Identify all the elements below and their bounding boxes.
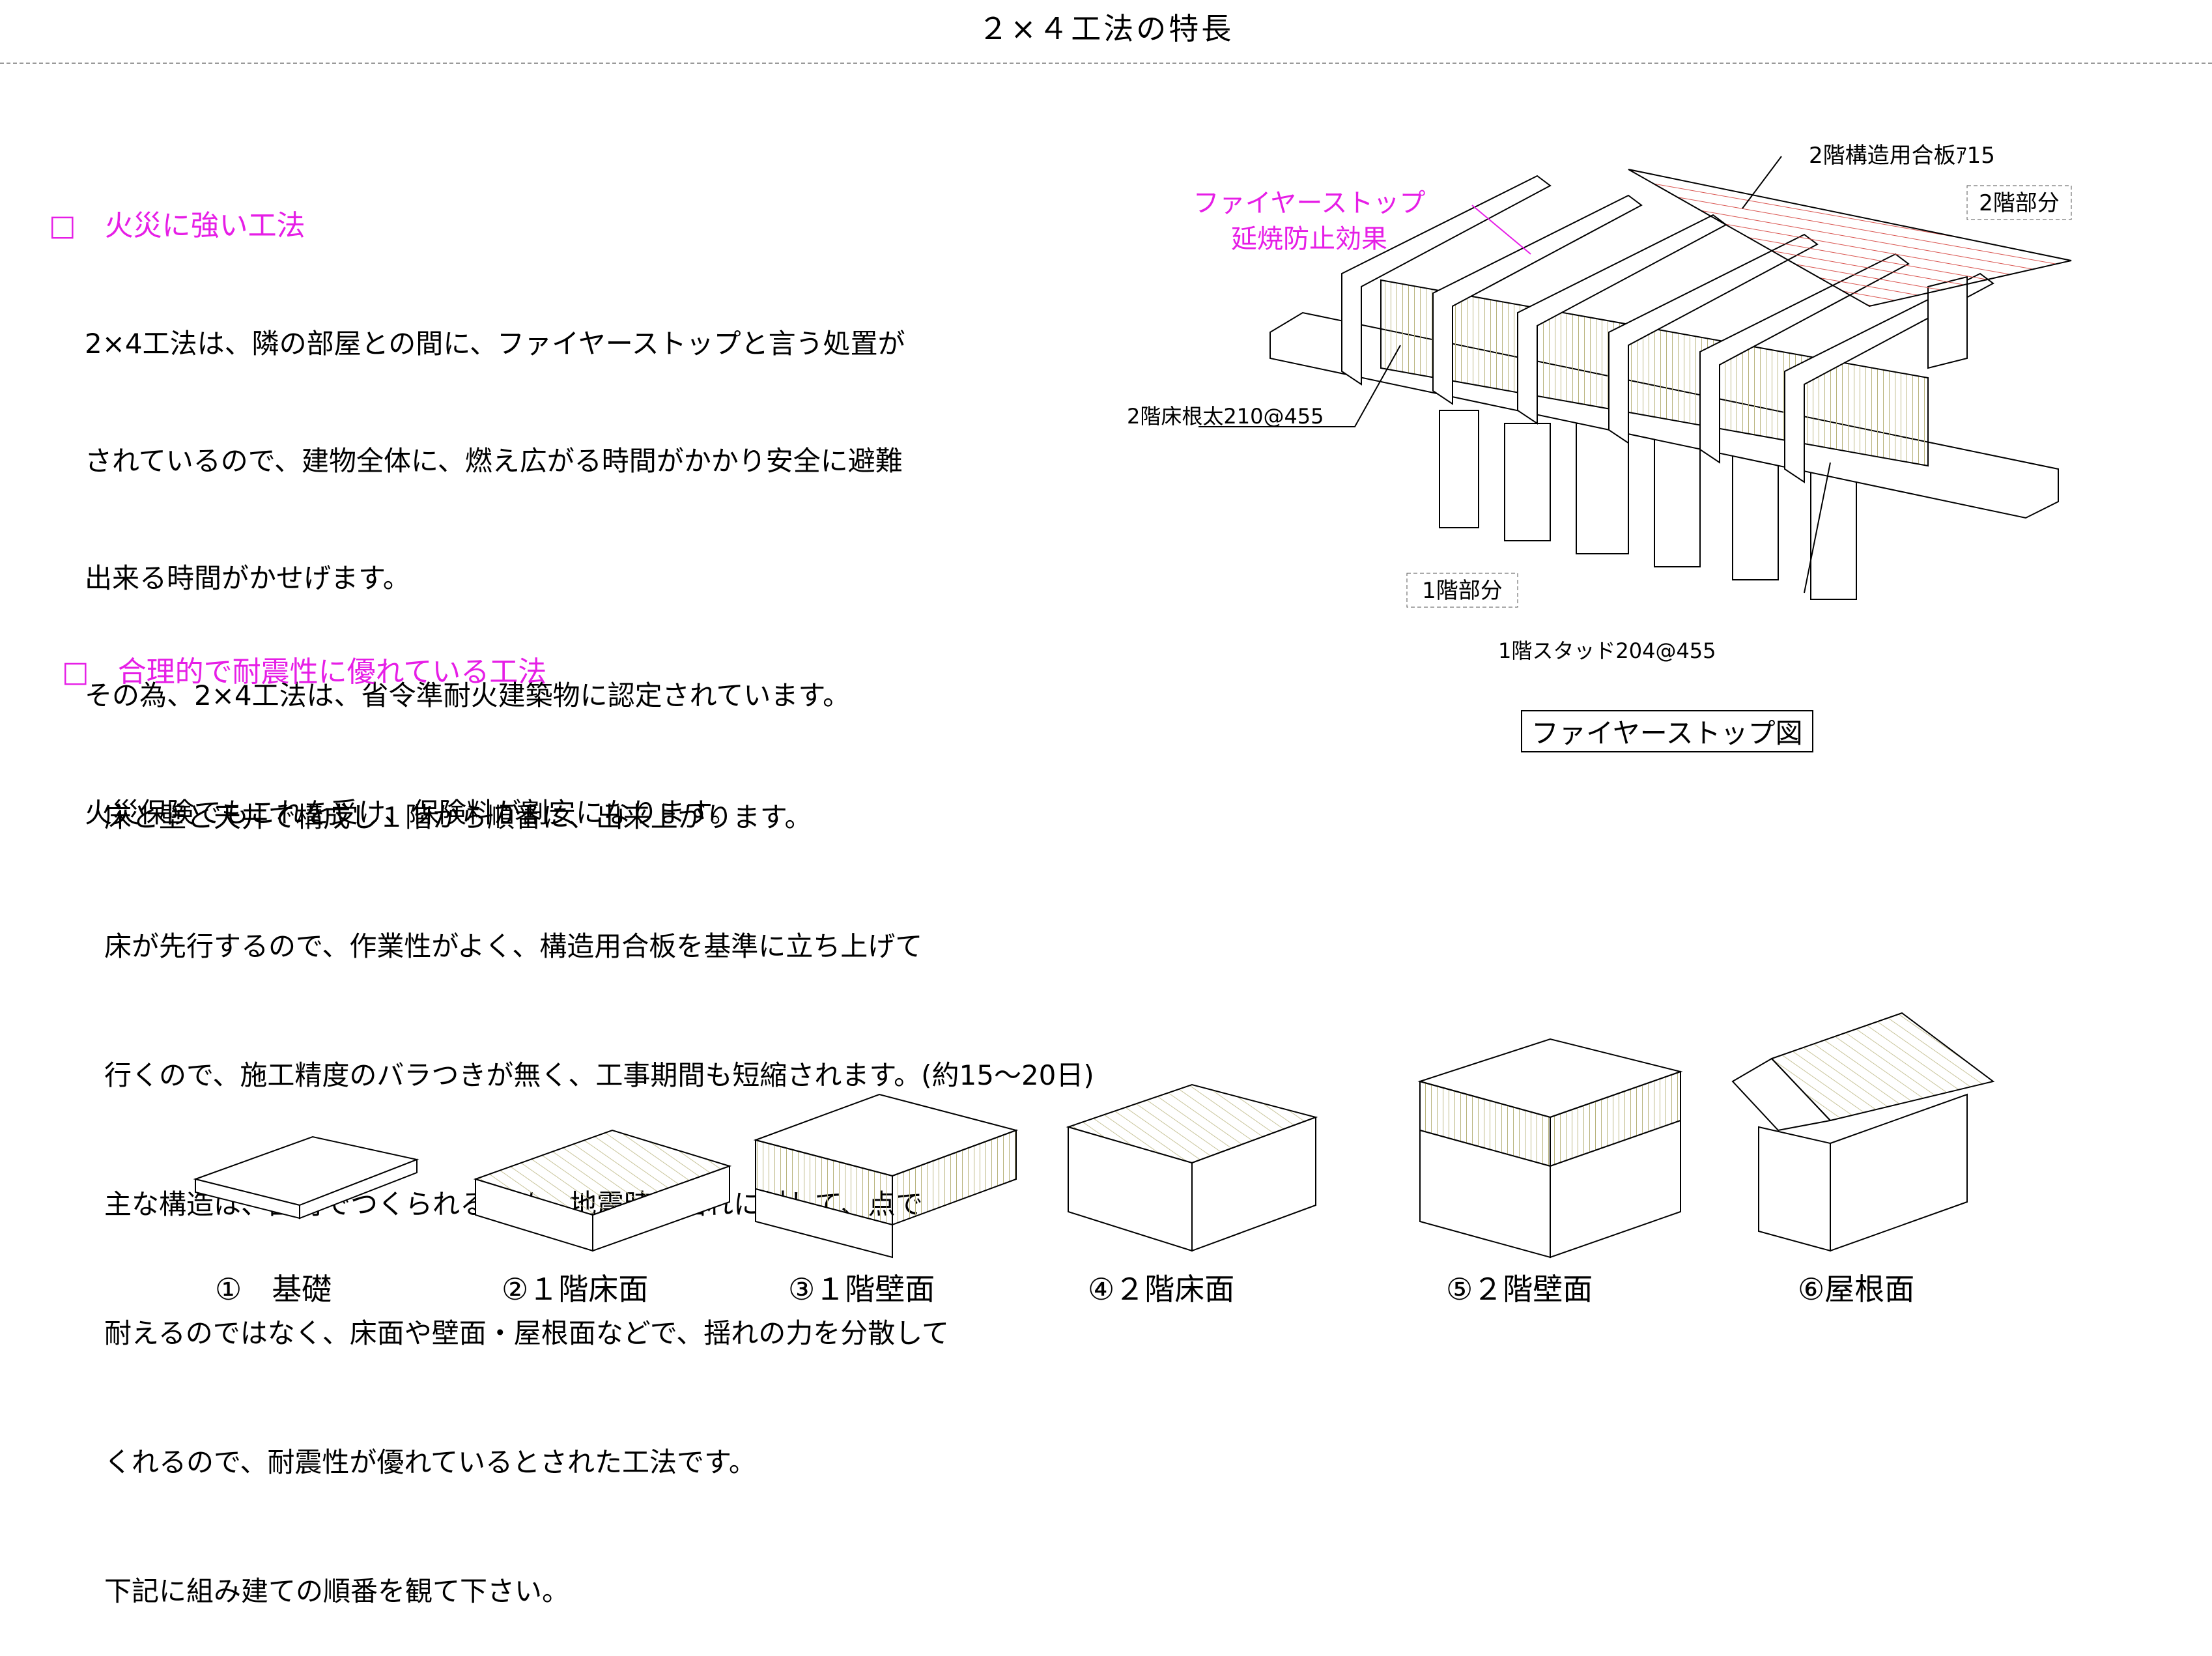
quake-line-3: 行くので、施工精度のバラつきが無く、工事期間も短縮されます。(約15～20日) <box>104 1059 1094 1091</box>
label-floor1: 1階部分 <box>1422 578 1503 604</box>
step-label-4: ④２階床面 <box>1088 1272 1234 1307</box>
label-joist: 2階床根太210@455 <box>1127 404 1324 429</box>
assembly-steps: ① 基礎 ②１階床面 ③１階壁面 ④２階床面 ⑤２階壁面 ⑥屋根面 <box>193 1012 1995 1307</box>
step4-side <box>1191 1116 1316 1252</box>
label-fire-stop-effect: 延焼防止効果 <box>1231 224 1387 254</box>
fire-line-1: 2×4工法は、隣の部屋との間に、ファイヤーストップと言う処置が <box>85 328 905 360</box>
stud-3 <box>1576 423 1629 554</box>
step6-roof <box>1770 1012 1995 1122</box>
step3-side <box>892 1129 1017 1226</box>
step1-side <box>299 1158 418 1220</box>
section-heading-fire: □ 火災に強い工法 <box>49 209 305 242</box>
quake-line-6: くれるので、耐震性が優れているとされた工法です。 <box>104 1446 756 1478</box>
label-stud: 1階スタッド204@455 <box>1498 638 1716 663</box>
stud-1 <box>1439 410 1479 528</box>
diagram-caption: ファイヤーストップ図 <box>1521 710 1813 752</box>
fire-paragraph: 2×4工法は、隣の部屋との間に、ファイヤーストップと言う処置が されているので、… <box>85 246 905 872</box>
stud-2 <box>1504 423 1551 541</box>
plywood-2f <box>1628 169 2072 307</box>
step2-side <box>592 1165 730 1252</box>
frame-floor2 <box>1966 185 2072 220</box>
step-label-6: ⑥屋根面 <box>1798 1272 1914 1307</box>
label-fire-stop: ファイヤーストップ <box>1193 188 1426 218</box>
step-label-5: ⑤２階壁面 <box>1446 1272 1593 1307</box>
quake-line-2: 床が先行するので、作業性がよく、構造用合板を基準に立ち上げて <box>104 930 923 962</box>
fire-line-3: 出来る時間がかせげます。 <box>85 562 410 594</box>
leader-stud <box>1804 462 1831 593</box>
page-title: ２×４工法の特長 <box>978 11 1234 46</box>
step-label-1: ① 基礎 <box>215 1272 332 1307</box>
fire-line-5: 火災保険でもこれを受け、保険料が割安になります。 <box>85 797 737 829</box>
step6-side <box>1830 1093 1968 1252</box>
leader-fire-stop <box>1471 205 1531 255</box>
step-label-2: ②１階床面 <box>502 1272 648 1307</box>
label-plywood: 2階構造用合板ｱ15 <box>1809 143 1995 169</box>
leader-plywood <box>1742 156 1782 209</box>
fire-line-4: その為、2×4工法は、省令準耐火建築物に認定されています。 <box>85 679 851 711</box>
section-heading-quake: □ 合理的で耐震性に優れている工法 <box>62 655 547 689</box>
fire-line-2: されているので、建物全体に、燃え広がる時間がかかり安全に避難 <box>85 445 903 477</box>
label-floor2: 2階部分 <box>1979 190 2060 216</box>
quake-line-1: 床と壁と天井で構成し１階から順番に、出来上がります。 <box>104 801 812 833</box>
joist-1 <box>1341 175 1552 386</box>
joist-2 <box>1432 194 1643 405</box>
step-label-3: ③１階壁面 <box>788 1272 935 1307</box>
step6-front <box>1758 1126 1831 1252</box>
fire-stop-diagram: 2階構造用合板ｱ15 2階部分 ファイヤーストップ 延焼防止効果 2階床根太21… <box>1127 143 2072 663</box>
leader-joist <box>1198 345 1401 427</box>
frame-floor1 <box>1406 573 1518 608</box>
quake-line-7: 下記に組み建ての順番を観て下さい。 <box>104 1575 570 1607</box>
title-divider <box>0 63 2212 64</box>
step5-lower-side <box>1550 1119 1681 1259</box>
quake-line-5: 耐えるのではなく、床面や壁面・屋根面などで、揺れの力を分散して <box>104 1317 949 1349</box>
stud-4 <box>1654 429 1701 567</box>
step3-base <box>755 1188 893 1259</box>
